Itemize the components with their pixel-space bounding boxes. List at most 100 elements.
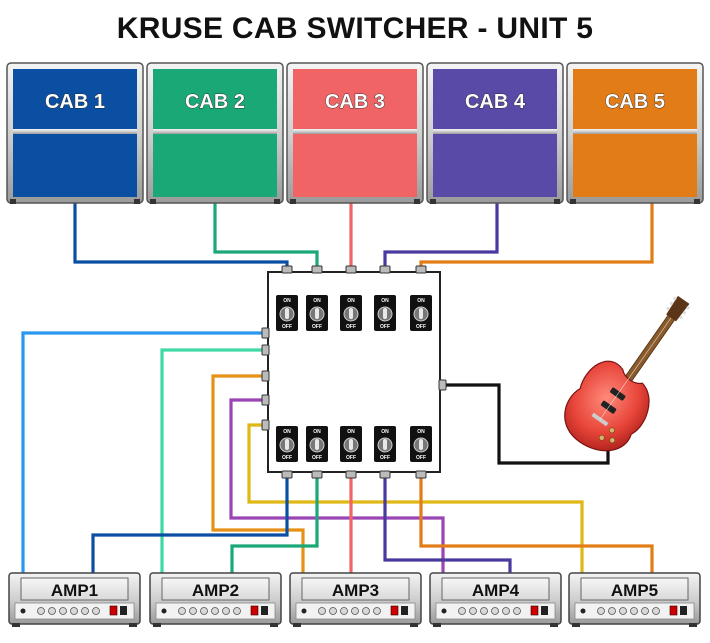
guitar-knob xyxy=(609,427,615,434)
cab-divider xyxy=(293,129,417,134)
switch-lever xyxy=(349,308,353,319)
cab-divider xyxy=(13,129,137,134)
amp-output-jack-icon xyxy=(345,470,357,479)
knob-icon[interactable] xyxy=(200,607,208,615)
switch-off-label: OFF xyxy=(380,455,390,461)
out1-cable xyxy=(91,472,289,573)
knob-icon[interactable] xyxy=(608,607,616,615)
knob-icon[interactable] xyxy=(222,607,230,615)
tuner-peg xyxy=(686,306,690,310)
guitar-strings xyxy=(599,317,672,420)
power-switch-icon[interactable] xyxy=(250,605,259,616)
knob-icon[interactable] xyxy=(362,607,370,615)
cab-foot xyxy=(290,199,296,204)
knob-icon[interactable] xyxy=(81,607,89,615)
knob-icon[interactable] xyxy=(641,607,649,615)
knob-icon[interactable] xyxy=(37,607,45,615)
standby-switch-icon[interactable] xyxy=(120,606,127,615)
knob-icon[interactable] xyxy=(211,607,219,615)
cab-foot xyxy=(414,199,420,204)
knob-icon[interactable] xyxy=(373,607,381,615)
knob-icon[interactable] xyxy=(48,607,56,615)
tuner-peg xyxy=(673,296,677,301)
knob-icon[interactable] xyxy=(178,607,186,615)
amp-foot xyxy=(572,623,580,627)
input-jack-icon xyxy=(580,608,586,614)
knob-icon[interactable] xyxy=(351,607,359,615)
knob-icon[interactable] xyxy=(597,607,605,615)
switch-on-label: ON xyxy=(417,429,425,435)
knob-icon[interactable] xyxy=(233,607,241,615)
power-switch-icon[interactable] xyxy=(669,605,678,616)
input-jack-icon xyxy=(441,608,447,614)
knob-icon[interactable] xyxy=(619,607,627,615)
cab-label: CAB 1 xyxy=(45,91,105,113)
amp-foot xyxy=(433,623,441,627)
switch-off-label: OFF xyxy=(416,324,426,330)
standby-switch-icon[interactable] xyxy=(261,606,268,615)
amp-badge xyxy=(441,577,550,601)
knob-icon[interactable] xyxy=(630,607,638,615)
knob-icon[interactable] xyxy=(189,607,197,615)
out2-cable xyxy=(230,472,319,573)
amp-1: AMP1 xyxy=(8,572,141,627)
cab-2: CAB 2 xyxy=(146,62,284,204)
amp-foot xyxy=(153,623,161,627)
amp2-cable xyxy=(160,348,268,612)
out5-cable xyxy=(419,472,654,573)
knob-icon[interactable] xyxy=(652,607,660,615)
cab-foot xyxy=(274,199,280,204)
knob-icon[interactable] xyxy=(340,607,348,615)
switch-lever xyxy=(419,308,423,319)
knob-icon[interactable] xyxy=(329,607,337,615)
knob-icon[interactable] xyxy=(92,607,100,615)
switch-off-label: OFF xyxy=(312,455,322,461)
amp5-cable xyxy=(247,423,584,612)
knob-icon[interactable] xyxy=(491,607,499,615)
guitar-knob xyxy=(598,434,605,441)
switch-on-label: ON xyxy=(283,298,291,304)
knob-icon[interactable] xyxy=(513,607,521,615)
cab-input-jack-icon xyxy=(415,265,427,274)
knob-icon[interactable] xyxy=(502,607,510,615)
amp-foot xyxy=(129,623,137,627)
knob-icon[interactable] xyxy=(480,607,488,615)
power-switch-icon[interactable] xyxy=(109,605,118,616)
tuner-peg xyxy=(666,306,670,310)
cab-label: CAB 2 xyxy=(185,91,245,113)
cab2-cable xyxy=(213,200,319,272)
standby-switch-icon[interactable] xyxy=(401,606,408,615)
knob-icon[interactable] xyxy=(458,607,466,615)
knob-icon[interactable] xyxy=(469,607,477,615)
amp-foot xyxy=(270,623,278,627)
switch-off-label: OFF xyxy=(346,455,356,461)
switch-lever xyxy=(383,308,387,319)
out4-cable xyxy=(383,472,512,573)
power-switch-icon[interactable] xyxy=(390,605,399,616)
standby-switch-icon[interactable] xyxy=(680,606,687,615)
switch-off-label: OFF xyxy=(312,324,322,330)
cab-1: CAB 1 xyxy=(6,62,144,204)
cab-divider xyxy=(153,129,277,134)
power-switch-icon[interactable] xyxy=(530,605,539,616)
knob-icon[interactable] xyxy=(318,607,326,615)
cab-foot xyxy=(570,199,576,204)
knob-icon[interactable] xyxy=(70,607,78,615)
knob-icon[interactable] xyxy=(59,607,67,615)
amp-input-jack-icon xyxy=(261,344,270,356)
guitar-bridge xyxy=(591,412,609,427)
amp-output-jack-icon xyxy=(311,470,323,479)
standby-switch-icon[interactable] xyxy=(541,606,548,615)
cab-foot xyxy=(694,199,700,204)
